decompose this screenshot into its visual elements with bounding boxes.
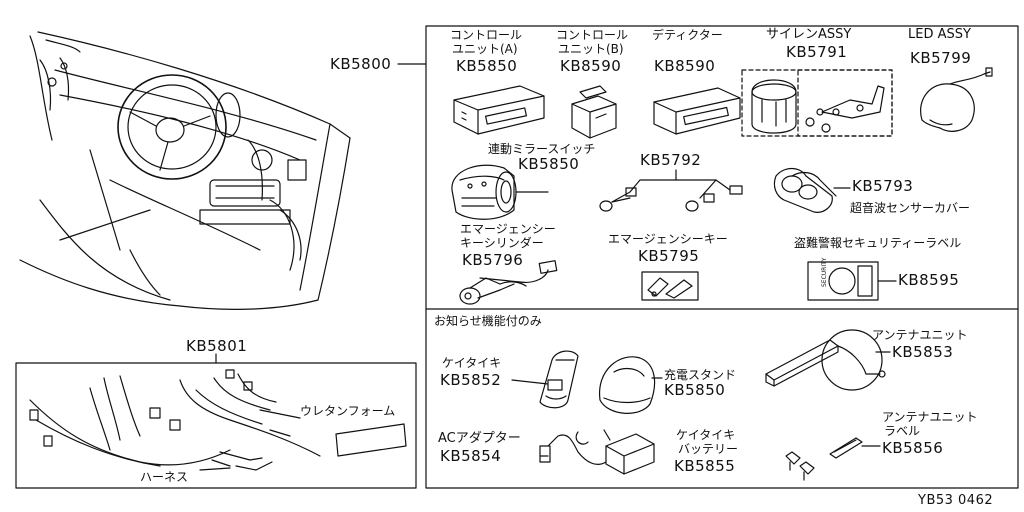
harness-leader (199, 467, 231, 471)
portable-unit-leader (511, 379, 549, 385)
emergency-key-drawing (641, 271, 699, 301)
urethane-foam-drawing (335, 423, 407, 457)
harness-name: ハーネス (140, 470, 189, 484)
ultrasonic-cover-code: KB5793 (852, 177, 914, 195)
detector-drawing (653, 87, 741, 135)
mirror-switch-name: 連動ミラースイッチ (488, 142, 596, 156)
control-unit-a-name-2: ユニット(A) (452, 42, 518, 56)
detector-name: デティクター (652, 28, 723, 42)
main-code-label: KB5800 (330, 55, 392, 73)
control-unit-a-name-1: コントロール (450, 28, 523, 42)
portable-code: KB5852 (440, 371, 502, 389)
siren-name: サイレンASSY (766, 27, 852, 42)
control-unit-b-code: KB8590 (560, 57, 622, 75)
harness-drawing (29, 369, 321, 471)
charger-name: 充電スタンド (664, 368, 737, 382)
antenna-unit-code: KB5853 (892, 343, 954, 361)
emergency-cylinder-code: KB5796 (462, 251, 524, 269)
antenna-label-code: KB5856 (882, 439, 944, 457)
antenna-unit-drawing (765, 329, 886, 391)
antenna-unit-name: アンテナユニット (872, 328, 968, 342)
siren-assy-drawing (741, 69, 893, 137)
ultrasonic-cover-name: 超音波センサーカバー (850, 201, 971, 215)
charging-stand-drawing (599, 356, 656, 414)
detector-code: KB8590 (654, 57, 716, 75)
antenna-label-name-1: アンテナユニット (882, 410, 978, 424)
antenna-label-drawing (785, 437, 863, 481)
ultrasonic-cover-drawing (773, 167, 837, 213)
battery-name-2: バッテリー (678, 442, 739, 456)
ac-adapter-name: ACアダプター (438, 431, 521, 446)
portable-unit-drawing (539, 350, 579, 409)
siren-code: KB5791 (786, 43, 848, 61)
security-label-drawing (807, 261, 897, 301)
ac-adapter-code: KB5854 (440, 447, 502, 465)
control-unit-b-drawing (571, 85, 617, 139)
mirror-switch-code: KB5850 (518, 155, 580, 173)
emergency-key-code: KB5795 (638, 247, 700, 265)
emergency-cylinder-drawing (459, 260, 558, 305)
battery-code: KB5855 (674, 457, 736, 475)
notify-section-title: お知らせ機能付のみ (434, 314, 542, 328)
led-code: KB5799 (910, 49, 972, 67)
mirror-switch-drawing (451, 164, 517, 220)
emergency-cylinder-name-2: キーシリンダー (460, 236, 544, 250)
security-label-code: KB8595 (898, 271, 960, 289)
led-name: LED ASSY (908, 27, 971, 42)
security-label-text: SECURITY (821, 257, 828, 287)
emergency-cylinder-name-1: エマージェンシー (460, 222, 556, 236)
security-label-name: 盗難警報セキュリティーラベル (794, 236, 962, 250)
battery-name-1: ケイタイキ (676, 428, 736, 442)
sensor-set-drawing (599, 169, 743, 212)
ac-adapter-drawing (539, 429, 655, 475)
harness-code: KB5801 (186, 337, 248, 355)
emergency-key-name: エマージェンシーキー (608, 232, 728, 246)
urethane-foam-name: ウレタンフォーム (300, 404, 396, 418)
figure-id: YB53 0462 (918, 493, 994, 508)
sensor-set-code: KB5792 (640, 151, 702, 169)
control-unit-b-name-2: ユニット(B) (558, 42, 624, 56)
control-unit-a-code: KB5850 (456, 57, 518, 75)
antenna-label-name-2: ラベル (884, 424, 921, 438)
led-assy-drawing (920, 67, 993, 132)
car-interior-illustration (19, 31, 351, 310)
control-unit-b-name-1: コントロール (556, 28, 629, 42)
control-unit-a-drawing (453, 85, 545, 135)
charger-code: KB5850 (664, 381, 726, 399)
portable-name: ケイタイキ (442, 356, 502, 370)
kb5800-frame (425, 25, 1019, 489)
